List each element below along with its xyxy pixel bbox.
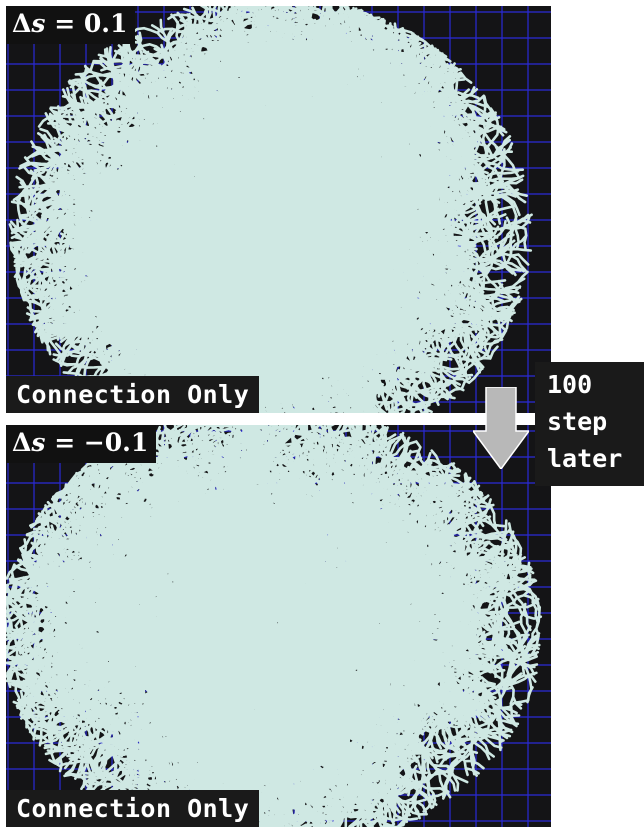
simulation-panel-bottom: Δs = −0.1 Connection Only <box>6 425 551 827</box>
s-variable: s <box>31 9 45 38</box>
down-arrow-icon <box>473 387 529 469</box>
s-variable: s <box>31 428 45 457</box>
delta-s-label: Δs = −0.1 <box>6 425 156 463</box>
mode-label: Connection Only <box>6 790 259 827</box>
delta-s-value: = 0.1 <box>45 9 127 38</box>
delta-s-value: = −0.1 <box>45 428 148 457</box>
delta-symbol: Δ <box>12 428 31 457</box>
step-annotation: 100 step later <box>535 362 644 486</box>
later-word: later <box>547 440 644 477</box>
step-count: 100 <box>547 366 644 403</box>
delta-symbol: Δ <box>12 9 31 38</box>
step-word: step <box>547 403 644 440</box>
branching-network <box>6 425 551 827</box>
delta-s-label: Δs = 0.1 <box>6 6 135 44</box>
branching-network <box>6 6 551 413</box>
simulation-panel-top: Δs = 0.1 Connection Only <box>6 6 551 413</box>
mode-label: Connection Only <box>6 376 259 413</box>
